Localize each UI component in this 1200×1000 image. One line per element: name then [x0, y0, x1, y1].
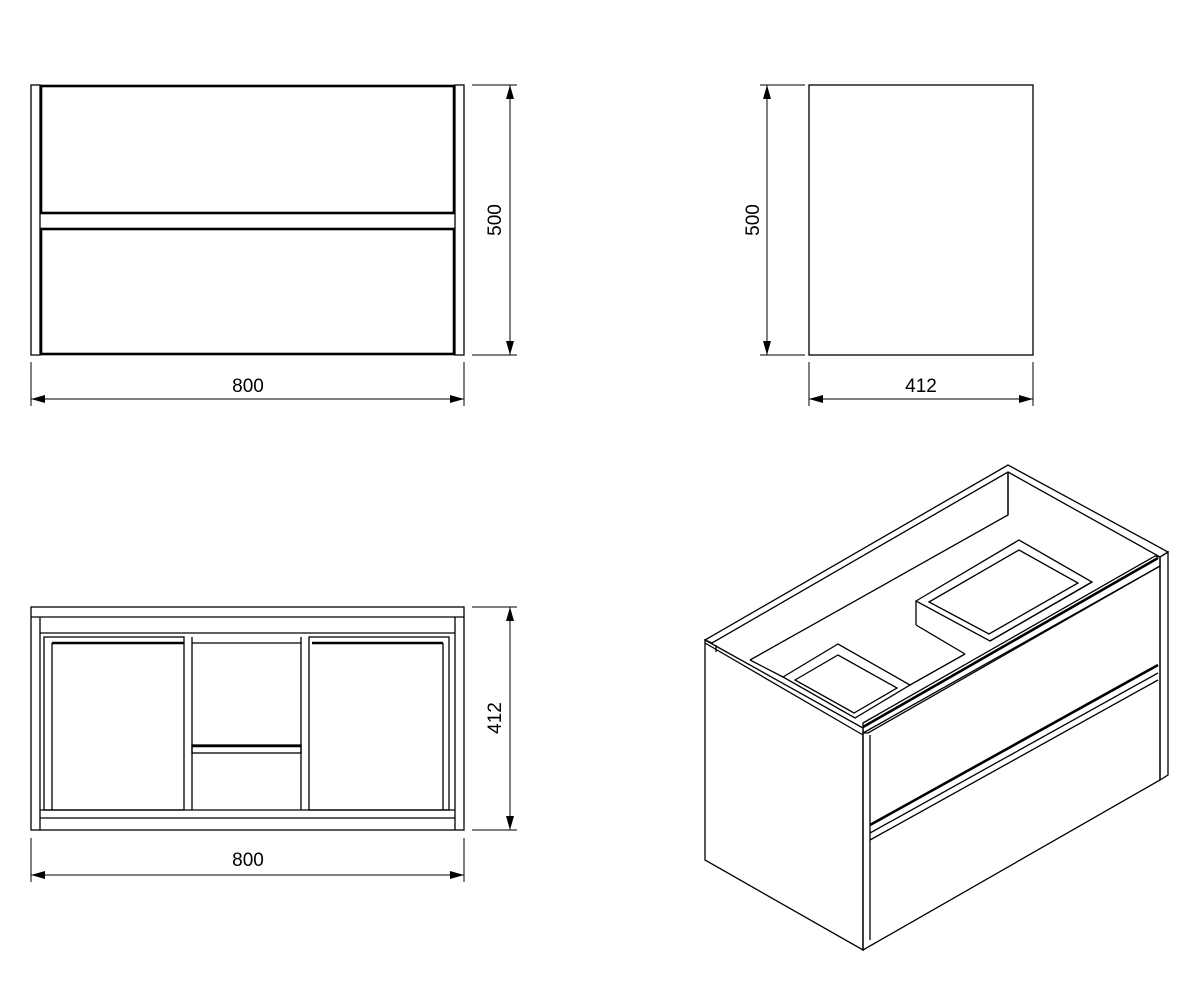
top-left-compartment	[43, 636, 185, 811]
iso-left-side-panel	[704, 638, 864, 952]
top-right-compartment	[308, 636, 450, 811]
front-side-panel-left	[30, 84, 41, 356]
isometric-view	[703, 464, 1170, 952]
top-depth-label: 412	[485, 702, 506, 734]
front-side-panel-right	[454, 84, 465, 356]
front-top-drawer	[39, 84, 456, 215]
side-height-label: 500	[743, 204, 764, 236]
front-bottom-drawer	[39, 227, 456, 356]
top-view: 800 412	[30, 606, 517, 882]
iso-left-basin	[749, 643, 912, 719]
front-height-label: 500	[485, 204, 506, 236]
iso-front-face	[862, 564, 1161, 952]
iso-right-side-panel	[1159, 550, 1169, 782]
top-outer-frame	[30, 606, 465, 831]
side-view: 500 412	[743, 84, 1034, 406]
iso-back-rim	[703, 464, 1170, 644]
top-width-label: 800	[232, 850, 264, 871]
side-panel	[808, 84, 1034, 356]
front-width-label: 800	[232, 376, 264, 397]
iso-drawer-divider	[869, 663, 1159, 827]
front-view: 800 500	[30, 84, 517, 406]
side-depth-label: 412	[905, 376, 937, 397]
